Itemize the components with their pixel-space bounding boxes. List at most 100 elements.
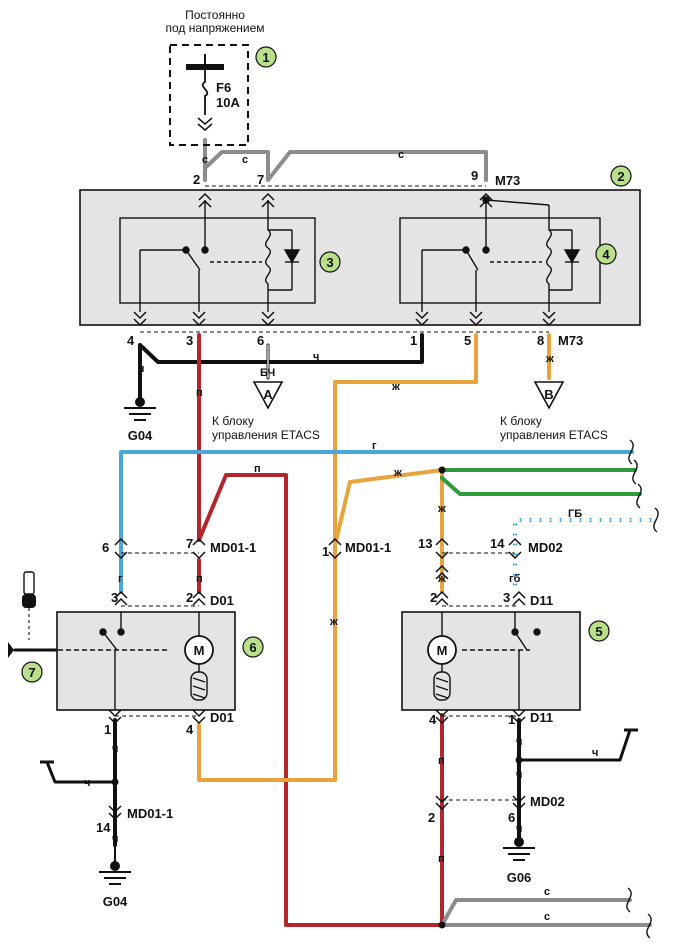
connector-md01-1-b: MD01-1	[345, 540, 391, 555]
wire-code-g: г	[372, 440, 377, 452]
callout-6: 6	[242, 636, 264, 658]
wire-code-p-2: п	[254, 463, 261, 475]
wire-code-zh-2: ж	[545, 353, 554, 365]
wire-code-gb: ГБ	[568, 508, 582, 520]
callout-4: 4	[595, 243, 617, 265]
etacs-label-1b: управления ETACS	[212, 428, 320, 442]
pin-3-relay: 3	[186, 333, 193, 348]
wire-code-g-2: г	[118, 573, 123, 585]
pin-8-relay: 8	[537, 333, 544, 348]
key-icon	[22, 571, 36, 640]
connector-md02: MD02	[528, 540, 563, 555]
pin-14-md02: 14	[490, 536, 505, 551]
wire-code-zh-4: ж	[437, 503, 446, 515]
splice-bottom	[438, 921, 446, 929]
wire-black-d11-branch	[517, 728, 632, 762]
relay-3-internals	[139, 200, 301, 312]
etacs-label-2a: К блоку	[500, 414, 542, 428]
wire-orange-etacs	[333, 468, 444, 547]
callout-7: 7	[21, 661, 43, 683]
wire-code-s-4: с	[544, 886, 550, 898]
relay-connectors	[133, 192, 556, 327]
wire-code-s-1: с	[202, 154, 208, 166]
terminal-a: A	[252, 381, 284, 410]
fuse-block	[169, 44, 249, 146]
terminal-a-label: A	[263, 387, 273, 402]
ground-g04-top	[124, 397, 156, 421]
wire-code-zh-3: ж	[393, 467, 402, 479]
connector-d01-bottom: D01	[210, 710, 234, 725]
wire-code-bch: БЧ	[260, 367, 275, 379]
wire-code-p-4: п	[438, 755, 445, 767]
terminal-b-label: B	[544, 387, 553, 402]
wire-gray-to-pin9	[266, 150, 488, 182]
pin-1-relay: 1	[410, 333, 417, 348]
wire-code-zh-1: ж	[391, 381, 400, 393]
connector-d11-bottom: D11	[530, 710, 553, 725]
wire-code-ch-3: ч	[112, 743, 118, 755]
connector-d11-top: D11	[530, 593, 553, 608]
wire-code-ch-1: ч	[138, 363, 144, 375]
fuse-rating: 10A	[216, 95, 240, 110]
pin-1-md01: 1	[322, 544, 329, 559]
wire-code-ch-4: ч	[84, 777, 90, 789]
ground-g04-top-label: G04	[128, 428, 153, 443]
wire-orange-pin5	[197, 333, 478, 782]
pin-14-md01: 14	[96, 820, 111, 835]
wire-code-s-3: с	[398, 149, 404, 161]
wire-code-ch-8: ч	[516, 769, 522, 781]
svg-text:2: 2	[617, 169, 624, 184]
wire-code-s-2: с	[242, 154, 248, 166]
pin-3-d01: 3	[111, 590, 118, 605]
pin-7-md01: 7	[186, 536, 193, 551]
pin-2-top: 2	[193, 172, 200, 187]
wire-red-md01-7-cross	[197, 473, 444, 927]
svg-text:4: 4	[602, 247, 610, 262]
wire-code-ch-6: ч	[516, 736, 522, 748]
wire-green-2	[440, 476, 642, 496]
pin-1-d11: 1	[508, 712, 515, 727]
callout-5: 5	[588, 620, 610, 642]
etacs-label-1a: К блоку	[212, 414, 254, 428]
wire-code-zh-5: ж	[329, 616, 338, 628]
ground-g04-bottom-label: G04	[103, 894, 128, 909]
wire-bluewhite-gb	[513, 518, 657, 594]
wire-gray-bottom-1	[440, 898, 632, 927]
pin-6-md02: 6	[508, 810, 515, 825]
motor-right-label: M	[437, 643, 448, 658]
wire-code-p-5: п	[438, 853, 445, 865]
svg-text:7: 7	[28, 665, 35, 680]
relay-module	[79, 189, 641, 326]
svg-text:3: 3	[326, 255, 333, 270]
connector-m73-top: M73	[495, 173, 520, 188]
pin-4-relay: 4	[127, 333, 135, 348]
pin-1-d01: 1	[104, 722, 111, 737]
actuator-right-internals	[427, 612, 541, 710]
pin-7-top: 7	[257, 172, 264, 187]
motor-left-label: M	[194, 643, 205, 658]
terminal-b: B	[533, 381, 565, 410]
wire-code-ch-5: ч	[112, 833, 118, 845]
wire-code-ch-7: ч	[592, 747, 598, 759]
pin-6-md01: 6	[102, 540, 109, 555]
ground-g06	[503, 837, 535, 861]
pin-2-md02: 2	[428, 810, 435, 825]
md02-lower-connectors	[435, 795, 526, 811]
callout-1: 1	[255, 46, 277, 68]
ground-g04-bottom	[99, 845, 131, 885]
ground-g06-label: G06	[507, 870, 532, 885]
wire-blue-etacs	[119, 450, 634, 594]
pin-4-d11: 4	[429, 712, 437, 727]
connector-d01-top: D01	[210, 593, 234, 608]
wire-black-d01-branch	[45, 760, 117, 784]
wire-code-zh-6: ж	[437, 573, 446, 585]
pin-2-d01: 2	[186, 590, 193, 605]
pin-13-md01: 13	[418, 536, 432, 551]
connector-md01-1-c: MD01-1	[127, 806, 173, 821]
d11-bottom-connectors	[435, 709, 526, 725]
lock-knob-icon	[8, 642, 14, 658]
callout-2: 2	[610, 165, 632, 187]
splice-right	[515, 756, 523, 764]
